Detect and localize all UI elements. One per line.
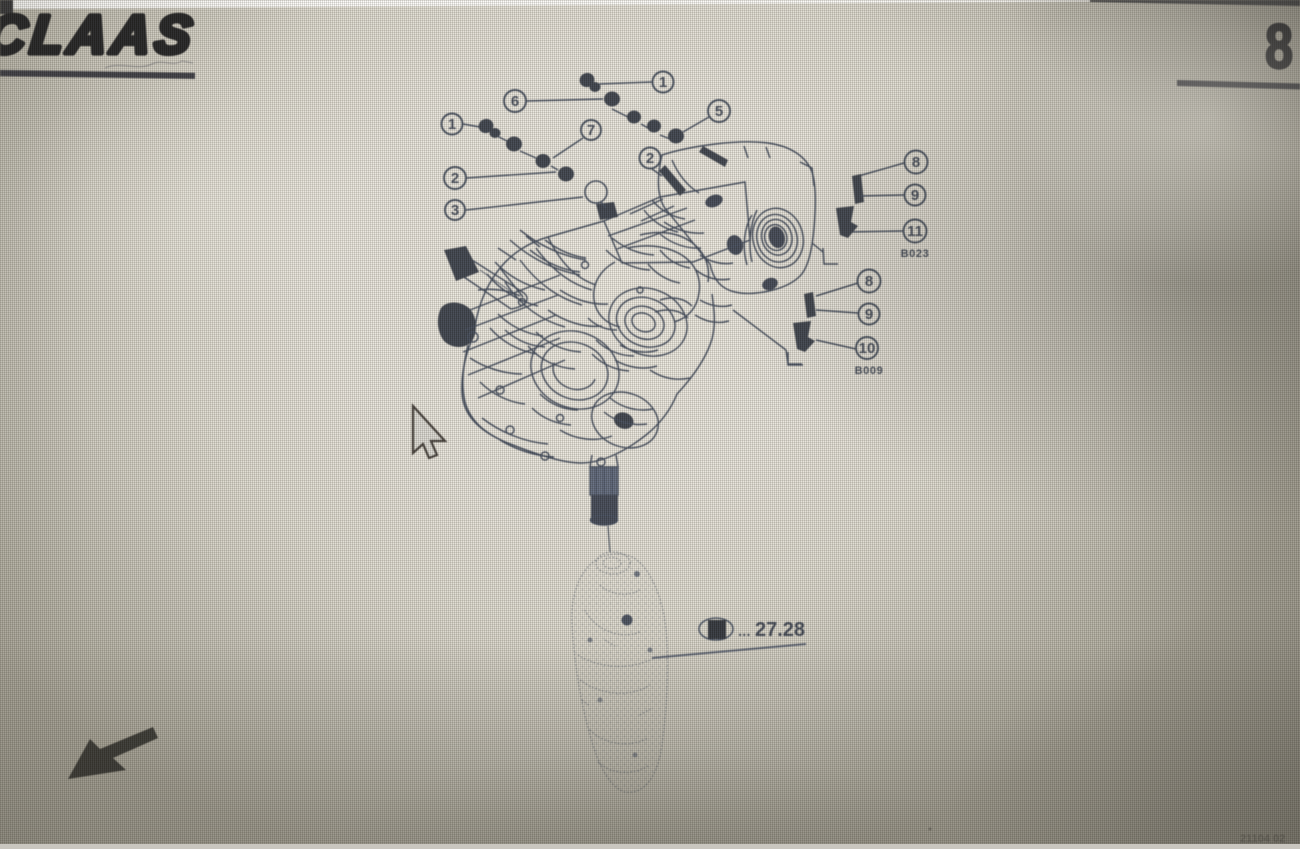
- svg-text:...: ...: [738, 623, 751, 640]
- svg-text:21104 02: 21104 02: [1240, 833, 1285, 844]
- svg-text:B009: B009: [855, 365, 884, 377]
- svg-text:5: 5: [715, 103, 723, 120]
- svg-text:B023: B023: [901, 248, 930, 260]
- svg-text:7: 7: [587, 122, 595, 139]
- svg-text:8: 8: [912, 154, 920, 171]
- svg-text:2: 2: [646, 150, 654, 167]
- svg-text:11: 11: [907, 223, 923, 240]
- svg-text:CLAAS: CLAAS: [0, 5, 194, 65]
- svg-text:9: 9: [911, 187, 919, 204]
- svg-text:1: 1: [448, 116, 456, 133]
- svg-text:10: 10: [859, 340, 876, 357]
- svg-text:6: 6: [511, 93, 519, 110]
- svg-text:27.28: 27.28: [755, 619, 805, 641]
- svg-text:1: 1: [659, 74, 667, 91]
- svg-text:2: 2: [451, 170, 459, 187]
- svg-text:8: 8: [865, 273, 873, 290]
- svg-text:8: 8: [1265, 12, 1293, 83]
- svg-text:9: 9: [865, 306, 873, 323]
- svg-text:3: 3: [451, 202, 459, 219]
